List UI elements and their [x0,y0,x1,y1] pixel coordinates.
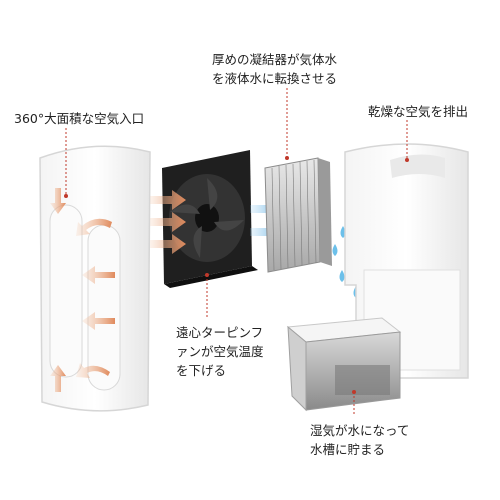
condenser [264,157,332,273]
fan-airflow-arrows [150,190,186,254]
fan-text-3: を下げる [176,363,227,378]
water-tank [286,317,402,412]
intake-label: 360°大面積な空気入口 [14,109,144,128]
fan-text-2: ァンが空気温度 [176,344,264,359]
intake-arrows [50,188,115,392]
fan-label: 遠心ターピンフ ァンが空気温度 を下げる [176,323,264,380]
condenser-text-1: 厚めの凝結器が気体水 [212,52,338,67]
intake-text: 360°大面積な空気入口 [14,111,145,126]
condenser-label: 厚めの凝結器が気体水 を液体水に転換させる [212,50,337,88]
condenser-text-2: を液体水に転換させる [212,71,338,86]
exhaust-label: 乾燥な空気を排出 [368,102,468,121]
tank-text-2: 水槽に貯まる [310,442,386,457]
back-shell [344,143,469,379]
exhaust-text: 乾燥な空気を排出 [368,104,469,119]
tank-label: 湿気が水になって 水槽に貯まる [310,421,409,459]
fan [162,150,258,288]
leader-dots [64,156,409,394]
fan-text-1: 遠心ターピンフ [176,325,264,340]
leader-lines [65,88,408,414]
tank-text-1: 湿気が水になって [310,423,410,438]
